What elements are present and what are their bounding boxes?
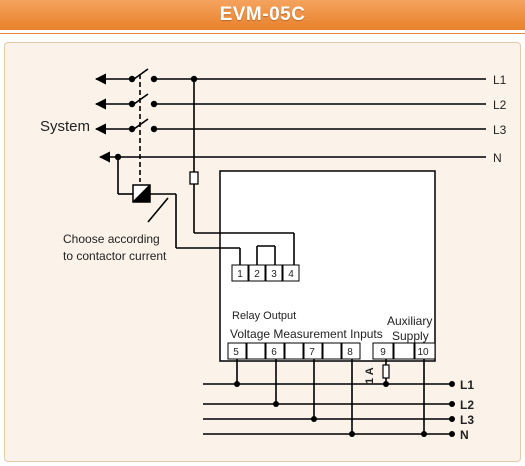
bottom-label-l3: L3 <box>460 413 474 427</box>
supply-label: Supply <box>392 329 429 343</box>
input-terminal-block: 5 6 7 8 9 10 <box>227 342 436 360</box>
system-label: System <box>40 118 90 135</box>
contactor-switch <box>133 68 149 182</box>
top-label-l3: L3 <box>493 123 507 137</box>
top-label-l2: L2 <box>493 98 507 112</box>
relay-output-label: Relay Output <box>232 310 296 322</box>
input-terminal-8: 8 <box>347 347 353 358</box>
voltage-inputs-label: Voltage Measurement Inputs <box>230 327 383 341</box>
relay-terminal-3: 3 <box>271 269 277 280</box>
relay-terminal-block: 1 2 3 4 <box>231 258 300 282</box>
control-fuse <box>189 171 199 185</box>
page-title: EVM-05C <box>219 4 306 25</box>
input-terminal-7: 7 <box>309 347 315 358</box>
auxiliary-fuse <box>382 364 390 379</box>
fuse-rating-label: 1 A <box>364 367 376 384</box>
title-banner: EVM-05C <box>0 0 525 33</box>
relay-terminal-1: 1 <box>237 269 243 280</box>
bottom-label-n: N <box>460 428 469 442</box>
relay-terminal-2: 2 <box>254 269 260 280</box>
input-terminal-9: 9 <box>380 347 386 358</box>
bottom-label-l1: L1 <box>460 378 474 392</box>
top-label-n: N <box>493 151 502 165</box>
input-terminal-6: 6 <box>271 347 277 358</box>
bottom-label-l2: L2 <box>460 398 474 412</box>
auxiliary-label: Auxiliary <box>387 314 432 328</box>
input-terminal-5: 5 <box>233 347 239 358</box>
relay-terminal-4: 4 <box>288 269 294 280</box>
contactor-note-line2: to contactor current <box>63 249 167 263</box>
top-label-l1: L1 <box>493 73 507 87</box>
input-terminal-10: 10 <box>417 347 429 358</box>
contactor-note-line1: Choose according <box>63 232 160 246</box>
